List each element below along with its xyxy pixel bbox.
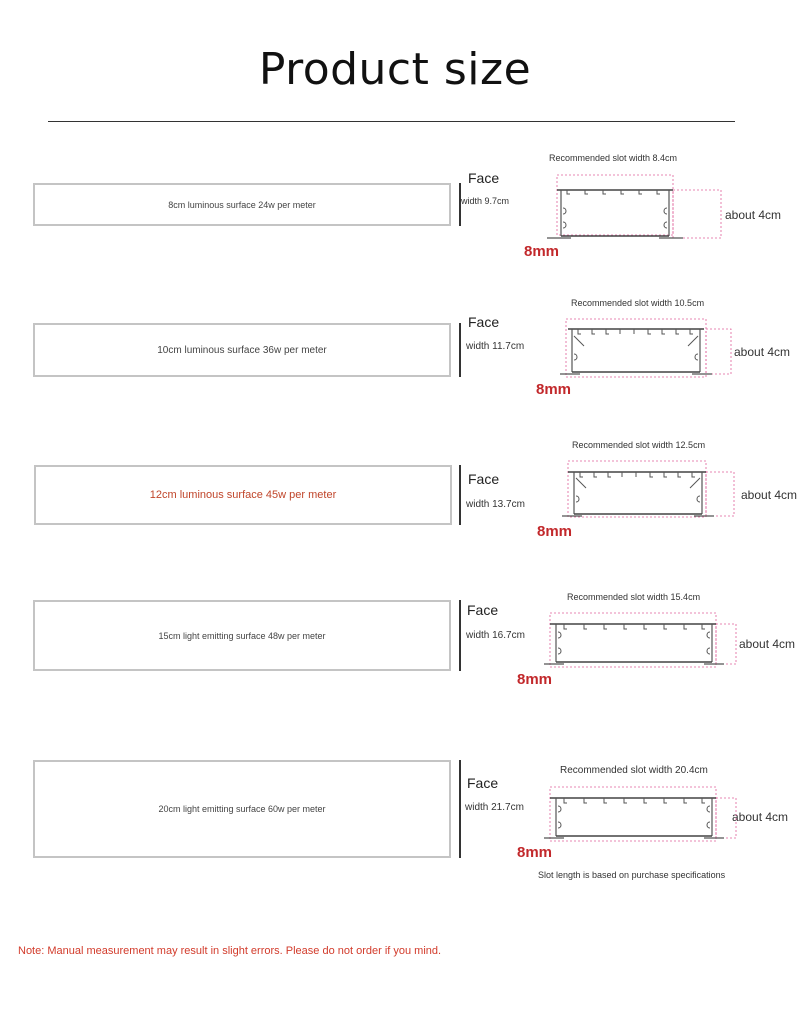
profile-diagram-12cm [562, 460, 735, 518]
face-width: width 13.7cm [466, 499, 525, 510]
panel-label: 15cm light emitting surface 48w per mete… [158, 630, 326, 641]
panel-label: 10cm luminous surface 36w per meter [157, 344, 327, 356]
measurement-note: Note: Manual measurement may result in s… [18, 945, 442, 957]
face-divider [459, 465, 461, 525]
face-label: Face [468, 314, 500, 330]
face-label: Face [468, 170, 500, 186]
panel-8cm: 8cm luminous surface 24w per meter [33, 183, 451, 226]
title-divider [48, 121, 735, 122]
face-width: width 21.7cm [465, 802, 524, 813]
face-label: Face [467, 775, 499, 791]
profile-diagram-8cm [547, 174, 722, 239]
profile-diagram-15cm [544, 612, 737, 668]
face-label: Face [467, 602, 499, 618]
face-label: Face [468, 471, 500, 487]
face-divider [459, 323, 461, 377]
height-label: about 4cm [732, 810, 789, 824]
face-width: width 9.7cm [461, 196, 510, 206]
slot-width-label: Recommended slot width 10.5cm [571, 298, 705, 308]
face-divider [459, 600, 461, 671]
slot-length-note: Slot length is based on purchase specifi… [538, 870, 726, 880]
height-label: about 4cm [739, 637, 796, 651]
face-width: width 16.7cm [466, 630, 525, 641]
panel-10cm: 10cm luminous surface 36w per meter [33, 323, 451, 377]
panel-label: 20cm light emitting surface 60w per mete… [158, 804, 326, 814]
lip-label: 8mm [517, 671, 553, 688]
height-label: about 4cm [734, 345, 791, 359]
slot-width-label: Recommended slot width 20.4cm [560, 765, 708, 776]
face-width: width 11.7cm [466, 341, 525, 352]
lip-label: 8mm [517, 844, 553, 861]
slot-width-label: Recommended slot width 8.4cm [549, 153, 678, 163]
panel-20cm: 20cm light emitting surface 60w per mete… [33, 760, 451, 858]
face-divider [459, 760, 461, 858]
profile-diagram-20cm [544, 786, 737, 842]
height-label: about 4cm [725, 208, 782, 222]
panel-12cm: 12cm luminous surface 45w per meter [34, 465, 452, 525]
page-title: Product size [258, 44, 532, 95]
lip-label: 8mm [524, 243, 560, 260]
slot-width-label: Recommended slot width 12.5cm [572, 440, 706, 450]
panel-15cm: 15cm light emitting surface 48w per mete… [33, 600, 451, 671]
profile-diagram-10cm [560, 318, 732, 378]
lip-label: 8mm [536, 381, 572, 398]
lip-label: 8mm [537, 523, 573, 540]
panel-label: 12cm luminous surface 45w per meter [149, 489, 337, 501]
face-divider [459, 183, 461, 226]
height-label: about 4cm [741, 488, 797, 502]
slot-width-label: Recommended slot width 15.4cm [567, 592, 701, 602]
panel-label: 8cm luminous surface 24w per meter [168, 199, 316, 210]
